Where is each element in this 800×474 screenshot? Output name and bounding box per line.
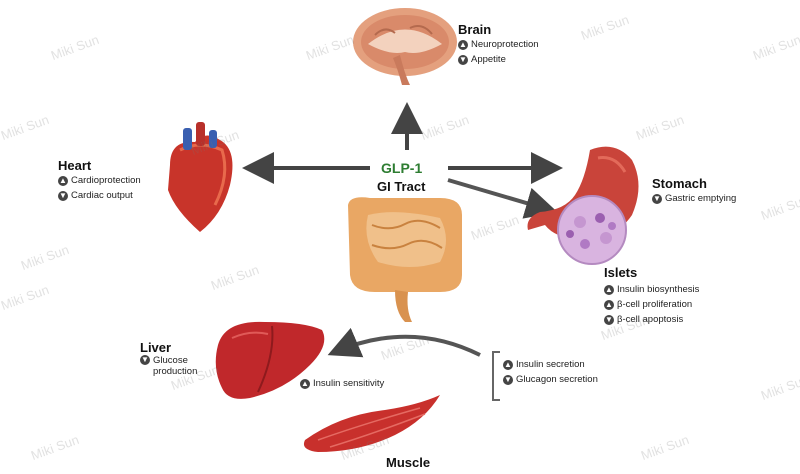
- arrow-down-icon: ▼: [58, 190, 68, 201]
- brain-effects: ▲Neuroprotection▼Appetite: [458, 37, 539, 67]
- arrow-to-islets: [447, 178, 558, 219]
- effect-text: Neuroprotection: [471, 39, 539, 50]
- arrow-up-icon: ▲: [300, 378, 310, 389]
- stomach-title: Stomach: [652, 176, 707, 191]
- effect-text: β-cell apoptosis: [617, 314, 684, 325]
- effect-text: Cardiac output: [71, 190, 133, 201]
- brain-block: Brain ▲Neuroprotection▼Appetite: [458, 22, 539, 67]
- arrow-up-icon: ▲: [604, 299, 614, 310]
- islets-title: Islets: [604, 265, 638, 280]
- heart-effects: ▲Cardioprotection▼Cardiac output: [58, 173, 141, 203]
- effect-item: ▼Glucose production: [140, 355, 215, 377]
- secretion-bracket: [492, 351, 500, 401]
- liver-illustration: [215, 321, 325, 399]
- islets-block: Islets ▲Insulin biosynthesis▲β-cell prol…: [604, 265, 699, 327]
- effect-item: ▲Insulin sensitivity: [300, 376, 384, 391]
- muscle-illustration: [303, 395, 440, 452]
- arrow-up-icon: ▲: [58, 175, 68, 186]
- stomach-effects: ▼Gastric emptying: [652, 191, 736, 206]
- liver-title: Liver: [140, 340, 172, 355]
- effect-text: Gastric emptying: [665, 193, 737, 204]
- glp1-label: GLP-1: [381, 160, 423, 176]
- arrow-to-liver: [327, 327, 481, 358]
- effect-item: ▼β-cell apoptosis: [604, 312, 699, 327]
- arrow-down-icon: ▼: [604, 314, 614, 325]
- effect-text: Glucagon secretion: [516, 374, 598, 385]
- arrow-down-icon: ▼: [503, 374, 513, 385]
- arrow-down-icon: ▼: [652, 193, 662, 204]
- effect-item: ▲Insulin secretion: [503, 357, 598, 372]
- muscle-effect-block: ▲Insulin sensitivity: [300, 376, 384, 391]
- arrow-down-icon: ▼: [140, 355, 150, 365]
- arrow-down-icon: ▼: [458, 54, 468, 65]
- effect-item: ▲β-cell proliferation: [604, 297, 699, 312]
- secretion-effects: ▲Insulin secretion▼Glucagon secretion: [503, 357, 598, 387]
- secretion-block: ▲Insulin secretion▼Glucagon secretion: [503, 357, 598, 387]
- arrow-up-icon: ▲: [458, 39, 468, 50]
- muscle-effects: ▲Insulin sensitivity: [300, 376, 384, 391]
- brain-illustration: [353, 8, 457, 85]
- stomach-block: Stomach ▼Gastric emptying: [652, 176, 736, 206]
- effect-item: ▼Cardiac output: [58, 188, 141, 203]
- gi-tract-illustration: [348, 197, 462, 322]
- gi-tract-label: GI Tract: [377, 179, 426, 194]
- islets-effects: ▲Insulin biosynthesis▲β-cell proliferati…: [604, 282, 699, 327]
- arrow-up-icon: ▲: [604, 284, 614, 295]
- effect-text: Appetite: [471, 54, 506, 65]
- heart-title: Heart: [58, 158, 92, 173]
- effect-item: ▼Gastric emptying: [652, 191, 736, 206]
- arrow-up-icon: ▲: [503, 359, 513, 370]
- effect-item: ▼Glucagon secretion: [503, 372, 598, 387]
- effect-text: Insulin secretion: [516, 359, 585, 370]
- effect-item: ▲Cardioprotection: [58, 173, 141, 188]
- effect-item: ▼Appetite: [458, 52, 539, 67]
- effect-text: Insulin sensitivity: [313, 378, 385, 389]
- effect-item: ▲Neuroprotection: [458, 37, 539, 52]
- effect-text: Insulin biosynthesis: [617, 284, 700, 295]
- effect-item: ▲Insulin biosynthesis: [604, 282, 699, 297]
- heart-block: Heart ▲Cardioprotection▼Cardiac output: [58, 158, 141, 203]
- effect-text: Cardioprotection: [71, 175, 141, 186]
- liver-block: Liver ▼Glucose production: [140, 340, 215, 377]
- heart-illustration: [168, 122, 233, 232]
- islets-illustration: [557, 195, 627, 265]
- effect-text: β-cell proliferation: [617, 299, 693, 310]
- muscle-title: Muscle: [386, 455, 431, 470]
- brain-title: Brain: [458, 22, 492, 37]
- liver-effects: ▼Glucose production: [140, 355, 215, 377]
- effect-text: Glucose production: [153, 355, 198, 377]
